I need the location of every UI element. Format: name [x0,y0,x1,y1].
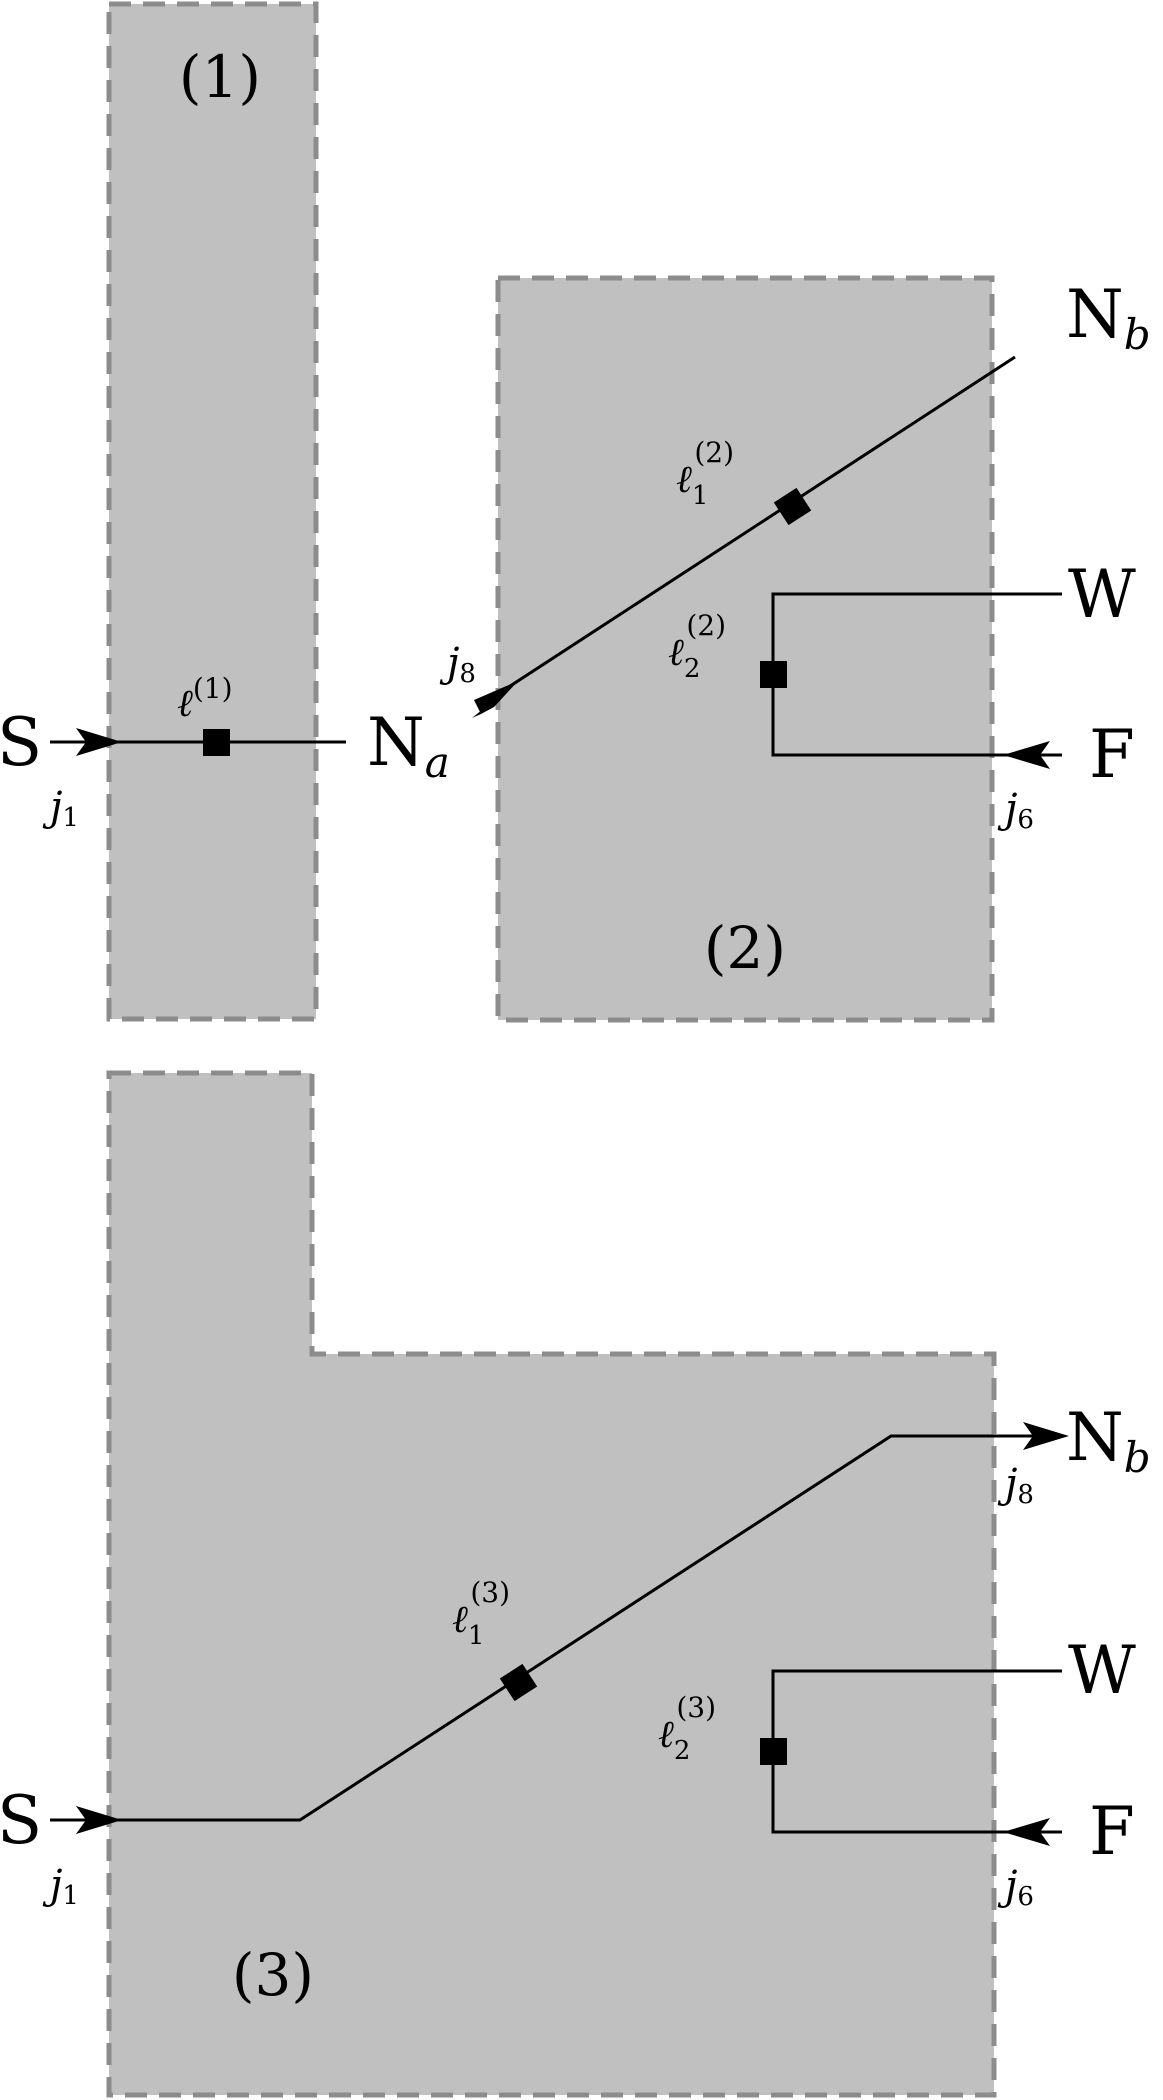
loss-label-l1-3: ℓ1(3) [452,1576,510,1651]
region-3-label: (3) [232,1941,314,2009]
terminal-S-region-3: S [0,1782,42,1859]
region-1-box [106,1,319,1022]
terminal-Nb-region-2: Nb [1066,276,1151,359]
j1-arrowhead-region-1 [76,728,122,756]
link-j6-label-region-2: j6 [997,786,1034,835]
loss-label-l2-3: ℓ2(3) [658,1691,716,1766]
region-2-label: (2) [704,914,786,982]
j1-arrowhead-region-3 [76,1806,122,1834]
j8-arrowhead-fill [472,681,518,718]
j8-arrowhead-region-2 [474,681,518,714]
link-j1-label-region-1: j1 [42,784,79,833]
loss-marker-l1-2 [773,487,812,526]
terminal-W-region-2: W [1068,556,1136,633]
terminal-S-region-1: S [0,704,42,781]
region-3-main-wire [50,1434,1055,1822]
region-2-box [495,275,995,1023]
region-1: (1) ℓ(1) S j1 Na [0,1,450,1022]
link-j8-label-region-3: j8 [997,1461,1034,1510]
terminal-Na: Na [367,704,450,787]
terminal-W-region-3: W [1068,1632,1136,1709]
region-3: (3) ℓ1(3) ℓ2(3) S j1 j8 j6 Nb W F [0,1070,1151,2098]
link-j1-label-region-3: j1 [42,1862,79,1911]
region-3-box [106,1070,997,2098]
j6-arrowhead-region-3 [1003,1818,1050,1846]
region-1-label: (1) [179,43,261,111]
loss-label-l1: ℓ(1) [177,672,233,725]
loss-marker-l2-2 [760,661,787,688]
terminal-F-region-3: F [1089,1793,1135,1870]
terminal-F-region-2: F [1089,716,1135,793]
loss-marker-l2-3 [760,1738,787,1765]
region-2-diagonal-wire [477,355,1016,709]
loss-marker-l1 [203,729,230,756]
loss-label-l2-2: ℓ2(2) [668,609,726,684]
loss-marker-l1-3 [499,1663,538,1702]
link-j6-label-region-3: j6 [997,1863,1034,1912]
region-2: (2) ℓ1(2) ℓ2(2) j8 j6 Nb W F [439,275,1151,1023]
link-j8-label-region-2: j8 [439,640,476,689]
j8-arrowhead-region-3 [1023,1422,1069,1450]
loss-label-l1-2: ℓ1(2) [676,436,734,511]
j6-arrowhead-region-2 [1003,741,1050,769]
terminal-Nb-region-3: Nb [1066,1399,1151,1482]
